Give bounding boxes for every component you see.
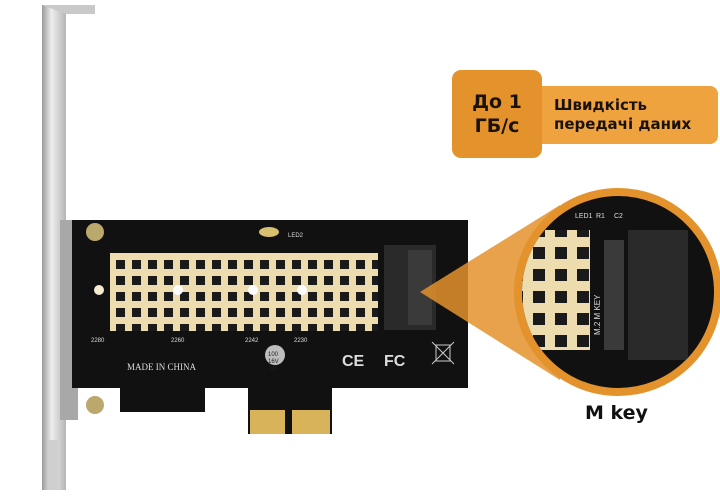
gold-fingers [250,410,330,434]
pcb-board: 2280 2260 2242 2230 LED2 MADE IN CHINA C… [72,220,468,434]
cap-voltage: 16V [268,359,279,365]
led1-label: LED1 [575,213,593,220]
c2-label: C2 [614,213,623,220]
ce-mark: CE [342,353,365,370]
zoom-detail: LED1 R1 C2 M.2 M KEY [522,196,714,388]
made-in-label: MADE IN CHINA [127,362,196,372]
size-2230: 2230 [294,338,308,344]
fcc-mark: FC [384,353,406,370]
caption-line-1: Швидкість [554,96,648,114]
capacitor [265,345,285,365]
cap-value: 100 [268,352,279,358]
size-2260: 2260 [171,338,185,344]
speed-line-2: ГБ/с [474,115,520,137]
r1-label: R1 [596,213,605,220]
size-2242: 2242 [245,338,259,344]
speed-line-1: До 1 [472,91,522,113]
size-2280: 2280 [91,338,105,344]
m2-key-label: M.2 M KEY [593,294,602,335]
wee-bin-icon [431,341,455,365]
m-key-label: M key [585,402,648,424]
cap-brand: VT [270,366,278,372]
led-label: LED2 [288,233,304,239]
heatsink-pad [110,253,378,331]
caption-line-2: передачі даних [554,115,692,133]
